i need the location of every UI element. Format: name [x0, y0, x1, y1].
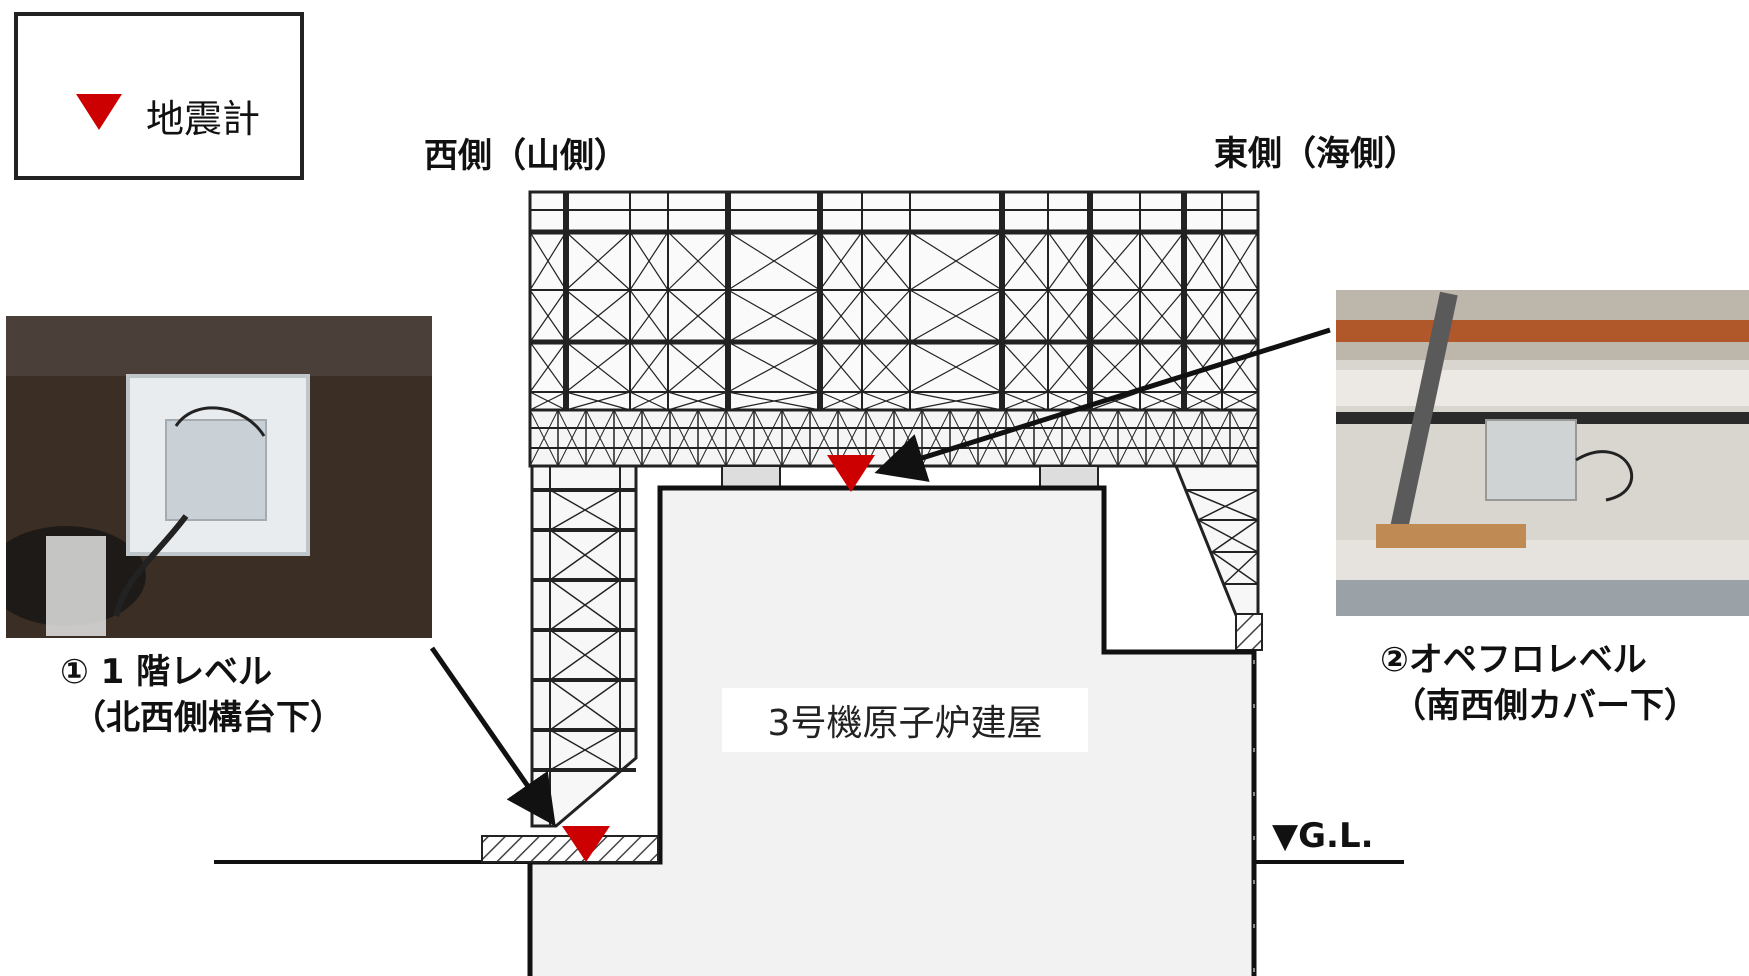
- bearing-pads: [721, 465, 1099, 489]
- west-support-truss: [530, 464, 638, 828]
- sensor-2-marker: [827, 455, 875, 492]
- sensor-2-caption-line2: （南西側カバー下）: [1392, 686, 1698, 726]
- building-label: 3号機原子炉建屋: [722, 688, 1088, 752]
- east-side-label: 東側（海側）: [1214, 134, 1418, 174]
- sensor-1-caption-line1: ① 1 階レベル: [60, 652, 273, 692]
- photo-sensor-2: [1336, 290, 1749, 616]
- sensor-1-caption-line2: （北西側構台下）: [72, 698, 344, 738]
- sensor-1-marker: [562, 826, 610, 862]
- ground-slab-hatched: [481, 835, 659, 863]
- ground-level-label: ▼G.L.: [1272, 816, 1374, 856]
- cover-truss-upper: [528, 190, 1260, 412]
- sensor-2-caption-line1: ②オペフロレベル: [1380, 640, 1647, 680]
- legend-seismometer-icon: [76, 94, 122, 130]
- legend-box: 地震計: [14, 12, 304, 180]
- cover-truss-girder: [528, 408, 1260, 468]
- photo-sensor-1: [6, 316, 432, 638]
- sensor-1-arrow: [429, 646, 556, 827]
- east-support-truss: [1173, 464, 1263, 651]
- legend-label: 地震計: [146, 97, 261, 141]
- west-side-label: 西側（山側）: [424, 136, 628, 176]
- sensor-2-arrow: [874, 327, 1331, 482]
